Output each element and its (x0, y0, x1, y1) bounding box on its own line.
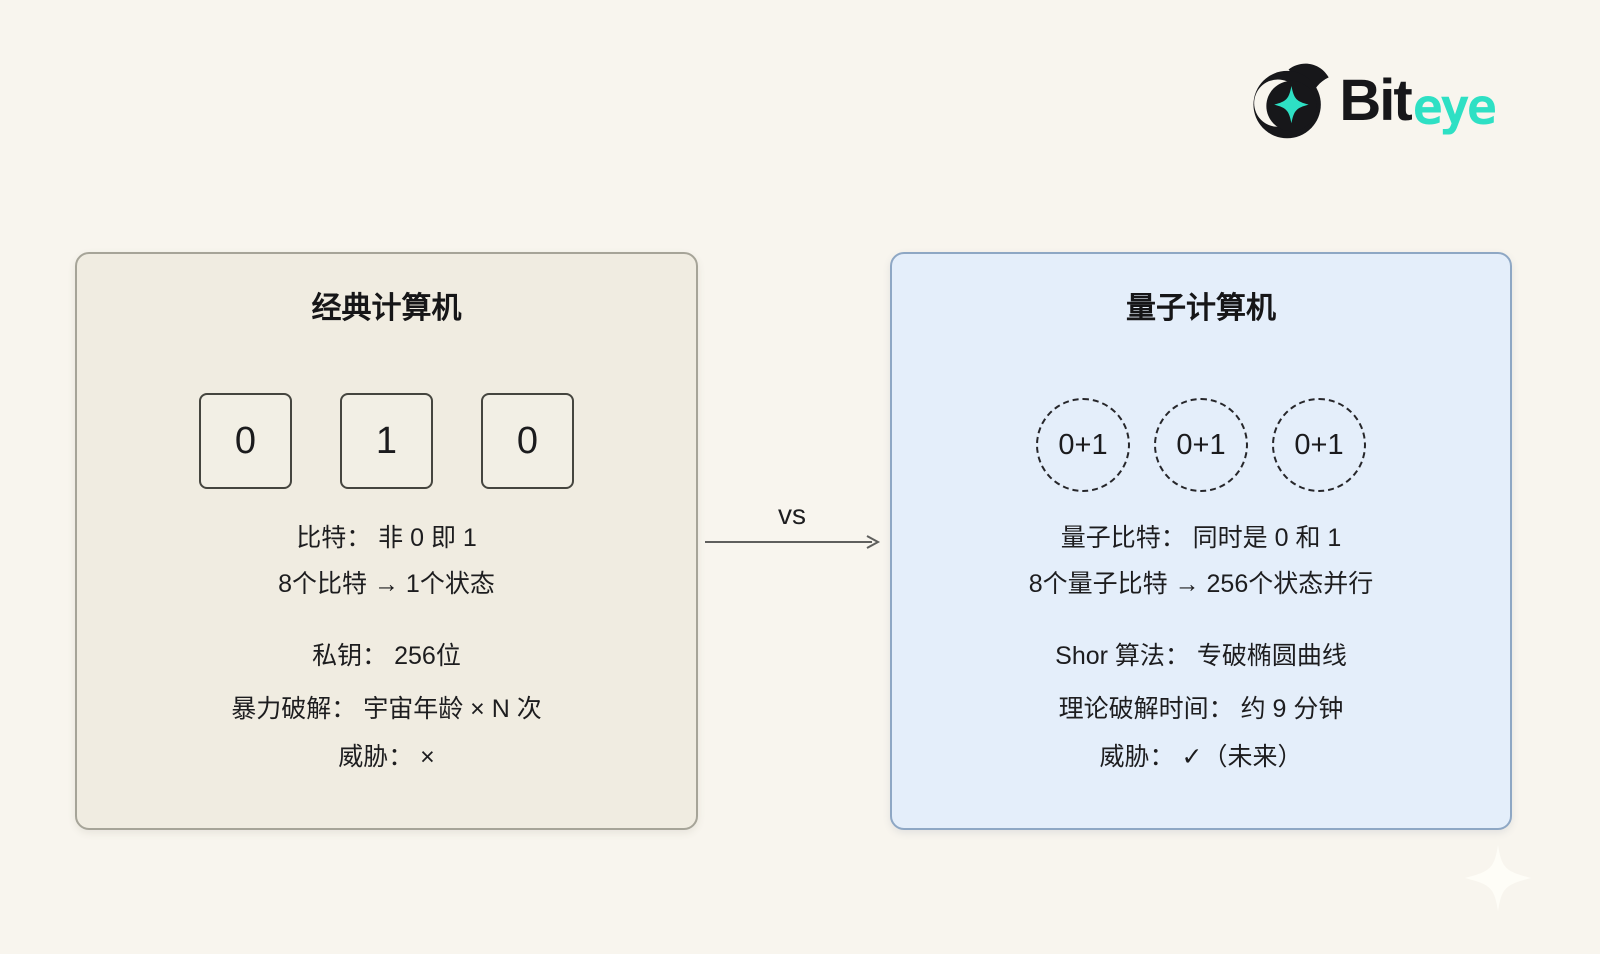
bit-box: 0 (481, 393, 574, 489)
biteye-logo: Bit eye (1247, 58, 1497, 144)
bit-definition-line: 比特： 非 0 即 1 (296, 524, 477, 552)
bit-value: 1 (375, 419, 398, 462)
biteye-logo-wordmark: Bit eye (1339, 68, 1497, 136)
qubit-value: 0+1 (1294, 428, 1344, 461)
vs-label: vs (778, 499, 806, 530)
classical-threat-line: 威胁： × (338, 743, 435, 771)
bit-states-line: 8个比特 → 1个状态 (278, 570, 495, 598)
sparkle-watermark-icon (1464, 844, 1532, 912)
logo-text-bit: Bit (1339, 68, 1412, 133)
qubit-circle: 0+1 (1036, 398, 1130, 492)
bit-box: 0 (199, 393, 292, 489)
qubit-value: 0+1 (1058, 428, 1108, 461)
quantum-card-title: 量子计算机 (1126, 292, 1276, 325)
qubit-circle: 0+1 (1272, 398, 1366, 492)
crack-time-line: 理论破解时间： 约 9 分钟 (1058, 695, 1344, 723)
biteye-logo-icon (1253, 63, 1330, 139)
logo-text-eye: eye (1412, 78, 1497, 136)
qubit-definition-line: 量子比特： 同时是 0 和 1 (1060, 524, 1342, 552)
classical-card-title: 经典计算机 (311, 292, 462, 325)
qubit-states-line: 8个量子比特 → 256个状态并行 (1028, 570, 1374, 598)
bit-value: 0 (234, 419, 257, 462)
brute-force-line: 暴力破解： 宇宙年龄 × N 次 (231, 695, 542, 723)
quantum-computer-card: 量子计算机 0+1 0+1 0+1 量子比特： 同时是 0 和 1 8个量子比特… (890, 252, 1512, 830)
quantum-threat-line: 威胁： ✓（未来） (1099, 743, 1303, 771)
bit-value: 0 (516, 419, 539, 462)
right-arrow-icon (705, 535, 881, 549)
qubit-circle: 0+1 (1154, 398, 1248, 492)
bit-box-row: 0 1 0 (77, 393, 696, 489)
qubit-value: 0+1 (1176, 428, 1226, 461)
private-key-line: 私钥： 256位 (312, 642, 461, 670)
classical-computer-card: 经典计算机 0 1 0 比特： 非 0 即 1 8个比特 → 1个状态 私钥： … (75, 252, 698, 830)
qubit-circle-row: 0+1 0+1 0+1 (892, 398, 1510, 492)
shor-algorithm-line: Shor 算法： 专破椭圆曲线 (1055, 642, 1347, 670)
bit-box: 1 (340, 393, 433, 489)
